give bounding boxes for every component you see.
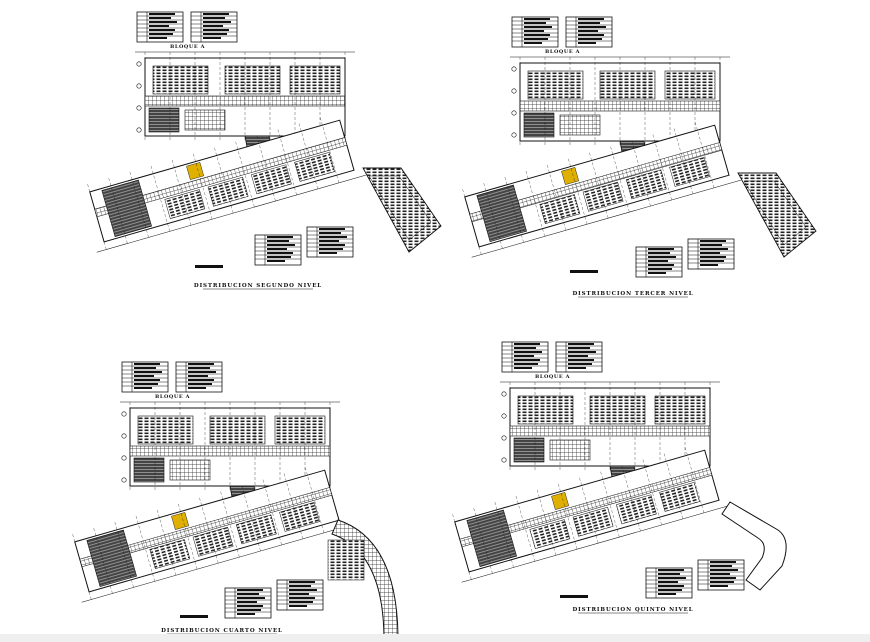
block-label: BLOQUE A [170, 44, 205, 50]
upper-block [121, 402, 331, 492]
lower-wing [72, 467, 351, 603]
plan-title: DISTRIBUCION QUINTO NIVEL [572, 607, 693, 613]
plan-title: DISTRIBUCION TERCER NIVEL [572, 291, 693, 297]
end-wing [737, 172, 817, 258]
legend-table [501, 341, 549, 373]
legend-table [687, 238, 735, 270]
legend-table [306, 226, 354, 258]
scale-bar [570, 270, 598, 273]
scale-bar [180, 615, 208, 618]
legend-table [565, 16, 613, 48]
end-wing [327, 519, 399, 641]
legend-table [190, 11, 238, 43]
scale-bar [195, 265, 223, 268]
plan-title: DISTRIBUCION SEGUNDO NIVEL [194, 283, 322, 289]
legend-table [276, 579, 324, 611]
floor-plan-4: BLOQUE A DISTRIBUCION CUARTO NIVEL [72, 361, 399, 641]
upper-block [511, 57, 721, 147]
floor-plan-2: BLOQUE A DISTRIBUCION SEGUNDO NIVEL [87, 11, 442, 290]
plan-title: DISTRIBUCION CUARTO NIVEL [161, 628, 283, 634]
lower-wing [452, 447, 731, 583]
legend-table [224, 587, 272, 619]
legend-table [635, 246, 683, 278]
legend-table [511, 16, 559, 48]
upper-block [136, 52, 346, 142]
legend-table [254, 234, 302, 266]
bottom-strip [0, 634, 870, 642]
legend-table [121, 361, 169, 393]
legend-table [175, 361, 223, 393]
upper-block [501, 382, 711, 472]
block-label: BLOQUE A [545, 49, 580, 55]
legend-table [645, 567, 693, 599]
floor-plan-3: BLOQUE A DISTRIBUCION TERCER NIVEL [462, 16, 817, 298]
legend-table [555, 341, 603, 373]
block-label: BLOQUE A [155, 394, 190, 400]
end-wing [362, 167, 442, 253]
end-wing [721, 501, 787, 591]
scale-bar [560, 595, 588, 598]
block-label: BLOQUE A [535, 374, 570, 380]
legend-table [697, 559, 745, 591]
legend-table [136, 11, 184, 43]
floor-plan-5: BLOQUE A DISTRIBUCION QUINTO NIVEL [452, 341, 787, 614]
lower-wing [87, 117, 366, 253]
lower-wing [462, 122, 741, 258]
